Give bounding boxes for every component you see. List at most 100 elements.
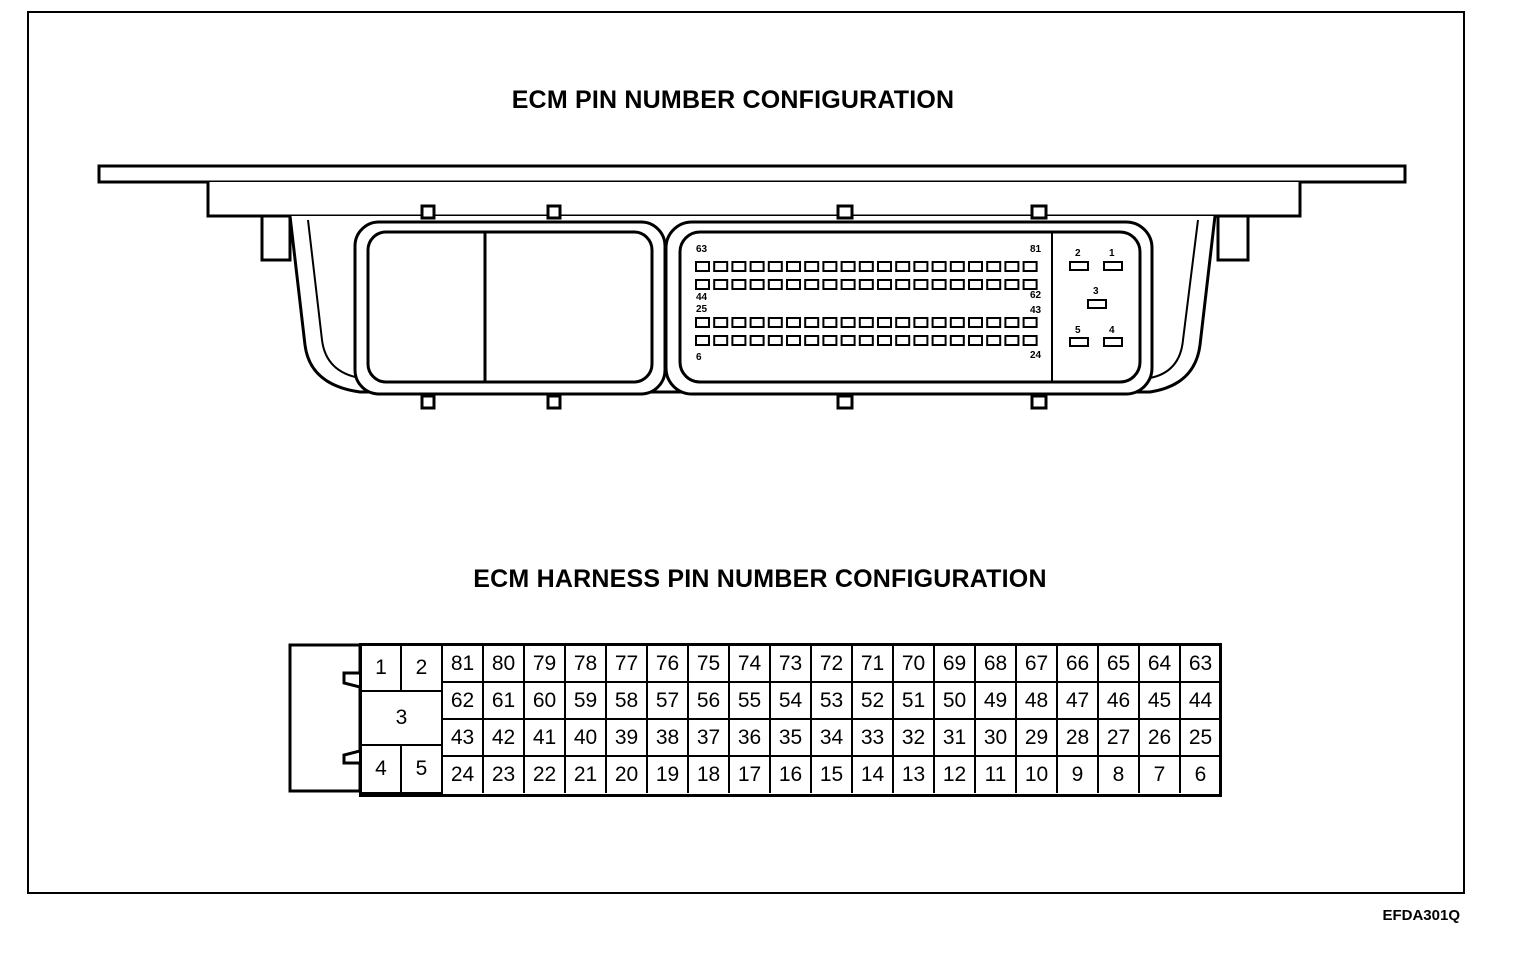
connector-pin bbox=[931, 261, 947, 272]
harness-pin-cell: 48 bbox=[1017, 683, 1058, 720]
connector-pin bbox=[1004, 279, 1020, 290]
connector-pin bbox=[877, 335, 892, 346]
harness-pin-cell: 60 bbox=[525, 683, 566, 720]
connector-pin bbox=[949, 261, 965, 272]
power-pins bbox=[1069, 261, 1123, 347]
harness-pin-cell: 80 bbox=[484, 646, 525, 683]
harness-latch-tab bbox=[288, 643, 362, 793]
connector-pin bbox=[840, 261, 856, 272]
harness-pin-cell: 56 bbox=[689, 683, 730, 720]
harness-pin-cell: 62 bbox=[443, 683, 484, 720]
connector-pin bbox=[767, 261, 783, 272]
connector-pin bbox=[767, 279, 783, 290]
harness-pin-cell: 38 bbox=[648, 720, 689, 757]
harness-pin-cell: 73 bbox=[771, 646, 812, 683]
connector-pin bbox=[695, 335, 710, 346]
harness-pin-cell: 42 bbox=[484, 720, 525, 757]
harness-pin-cell: 45 bbox=[1140, 683, 1181, 720]
harness-pin-cell: 53 bbox=[812, 683, 853, 720]
harness-pin-cell: 78 bbox=[566, 646, 607, 683]
harness-pin-cell: 66 bbox=[1058, 646, 1099, 683]
ecm-harness-title: ECM HARNESS PIN NUMBER CONFIGURATION bbox=[473, 565, 1047, 593]
harness-pin-cell: 68 bbox=[976, 646, 1017, 683]
right-ear bbox=[1216, 214, 1250, 262]
connector-pin-rows bbox=[695, 261, 1038, 346]
mounting-flange bbox=[97, 164, 1407, 184]
label-pin2: 2 bbox=[1075, 248, 1081, 259]
connector-pin bbox=[731, 335, 747, 346]
harness-pin-cell: 28 bbox=[1058, 720, 1099, 757]
harness-pin-cell: 22 bbox=[525, 757, 566, 793]
harness-pin-cell: 51 bbox=[894, 683, 935, 720]
ecm-body-top bbox=[206, 182, 1302, 218]
connector-pin bbox=[822, 335, 838, 346]
connector-pin bbox=[895, 261, 911, 272]
harness-pin-cell: 7 bbox=[1140, 757, 1181, 793]
connector-pin bbox=[840, 279, 856, 290]
harness-pin-cell: 19 bbox=[648, 757, 689, 793]
harness-pin-cell: 29 bbox=[1017, 720, 1058, 757]
harness-pin-cell: 9 bbox=[1058, 757, 1099, 793]
connector-pin bbox=[1022, 335, 1038, 346]
harness-pin-cell: 39 bbox=[607, 720, 648, 757]
connector-pin bbox=[895, 279, 911, 290]
label-pin4: 4 bbox=[1109, 325, 1115, 336]
connector-pin bbox=[749, 335, 765, 346]
connector-pin bbox=[767, 335, 783, 346]
connector-pin bbox=[968, 335, 983, 346]
harness-pin-cell: 33 bbox=[853, 720, 894, 757]
harness-pin-3: 3 bbox=[362, 692, 443, 746]
connector-pin bbox=[749, 261, 765, 272]
harness-pin-cell: 11 bbox=[976, 757, 1017, 793]
harness-pin-cell: 44 bbox=[1181, 683, 1220, 720]
harness-pin-cell: 49 bbox=[976, 683, 1017, 720]
harness-pin-cell: 69 bbox=[935, 646, 976, 683]
harness-pin-cell: 64 bbox=[1140, 646, 1181, 683]
connector-pin bbox=[1004, 317, 1020, 328]
connector-pin bbox=[713, 261, 729, 272]
connector-pin bbox=[1022, 279, 1038, 290]
harness-pin-cell: 63 bbox=[1181, 646, 1220, 683]
label-81: 81 bbox=[1030, 244, 1042, 255]
harness-pin-cell: 8 bbox=[1099, 757, 1140, 793]
label-pin5: 5 bbox=[1075, 325, 1081, 336]
harness-pin-cell: 50 bbox=[935, 683, 976, 720]
connector-pin bbox=[1004, 261, 1020, 272]
harness-pin-cell: 57 bbox=[648, 683, 689, 720]
connector-pin bbox=[695, 261, 710, 272]
harness-pin-cell: 76 bbox=[648, 646, 689, 683]
harness-pin-2: 2 bbox=[402, 646, 443, 692]
label-62: 62 bbox=[1030, 290, 1042, 301]
connector-pin bbox=[968, 317, 983, 328]
harness-pin-cell: 77 bbox=[607, 646, 648, 683]
label-44: 44 bbox=[696, 292, 708, 303]
connector-pin bbox=[695, 279, 710, 290]
harness-pin-cell: 24 bbox=[443, 757, 484, 793]
connector-pin bbox=[731, 317, 747, 328]
connector-pin bbox=[822, 317, 838, 328]
connector-pin bbox=[713, 279, 729, 290]
connector-pin bbox=[913, 317, 929, 328]
label-24: 24 bbox=[1030, 350, 1042, 361]
harness-pin-cell: 31 bbox=[935, 720, 976, 757]
connector-pin bbox=[858, 317, 874, 328]
harness-pin-cell: 16 bbox=[771, 757, 812, 793]
connector-pin bbox=[695, 317, 710, 328]
diagram-frame bbox=[27, 11, 1465, 894]
label-63: 63 bbox=[696, 244, 708, 255]
connector-pin bbox=[804, 317, 820, 328]
harness-pin-cell: 37 bbox=[689, 720, 730, 757]
harness-pin-cell: 55 bbox=[730, 683, 771, 720]
harness-pin-cell: 21 bbox=[566, 757, 607, 793]
harness-pin-cell: 70 bbox=[894, 646, 935, 683]
harness-pin-cell: 40 bbox=[566, 720, 607, 757]
connector-pin bbox=[858, 335, 874, 346]
harness-pin-cell: 54 bbox=[771, 683, 812, 720]
connector-pin bbox=[968, 279, 983, 290]
connector-pin bbox=[931, 279, 947, 290]
connector-pin bbox=[822, 261, 838, 272]
harness-pin-cell: 17 bbox=[730, 757, 771, 793]
harness-pin-cell: 52 bbox=[853, 683, 894, 720]
harness-pin-cell: 36 bbox=[730, 720, 771, 757]
